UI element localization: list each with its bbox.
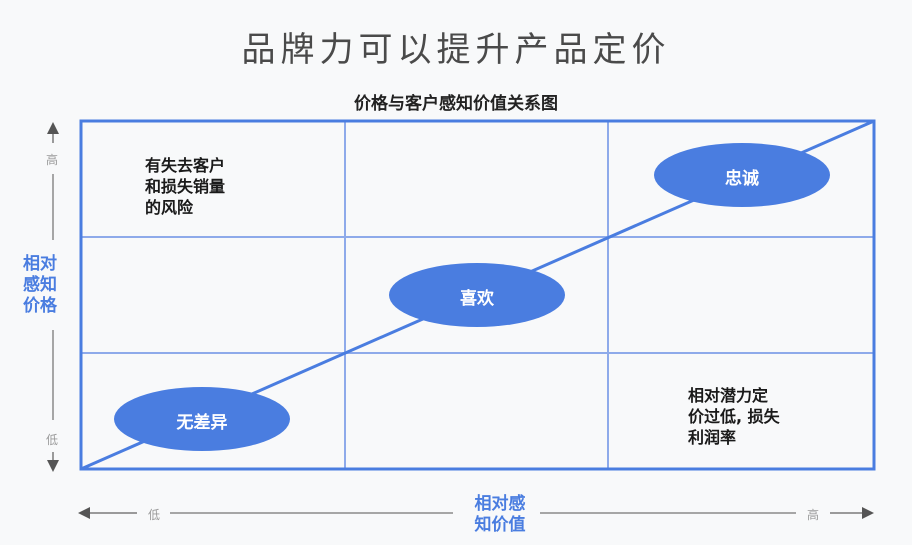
bubble-indifferent [114, 387, 290, 451]
note-line: 价过低, 损失 [688, 407, 780, 426]
x-axis-high-tick: 高 [807, 508, 820, 522]
page-title: 品牌力可以提升产品定价 [241, 30, 671, 70]
note-line: 相对潜力定 [688, 386, 769, 405]
note-line: 有失去客户 [145, 156, 226, 175]
note-line: 利润率 [688, 428, 737, 447]
diagram-subtitle: 价格与客户感知价值关系图 [354, 94, 558, 114]
y-axis-label-line: 感知 [23, 275, 57, 295]
y-axis-low-tick: 低 [46, 433, 59, 447]
y-axis-label: 相对 感知 价格 [20, 254, 60, 317]
bubble-loyal [654, 143, 830, 207]
note-underpriced-risk: 相对潜力定 价过低, 损失 利润率 [688, 385, 780, 448]
y-axis-high-tick: 高 [46, 153, 59, 167]
bubble-label-indifferent: 无差异 [176, 413, 228, 433]
note-line: 和损失销量 [145, 177, 226, 196]
note-line: 的风险 [145, 198, 194, 217]
note-overpriced-risk: 有失去客户 和损失销量 的风险 [145, 155, 225, 218]
x-axis-label: 相对感 知价值 [465, 494, 535, 536]
bubble-label-like: 喜欢 [460, 289, 494, 309]
y-axis-label-line: 相对 [23, 254, 57, 274]
grid-frame [79, 119, 876, 471]
x-axis-low-tick: 低 [148, 508, 161, 522]
bubble-label-loyal: 忠诚 [725, 169, 759, 189]
x-axis-label-line: 知价值 [474, 515, 526, 535]
x-axis-label-line: 相对感 [474, 494, 526, 514]
y-axis-label-line: 价格 [23, 296, 57, 316]
bubble-like [389, 263, 565, 327]
